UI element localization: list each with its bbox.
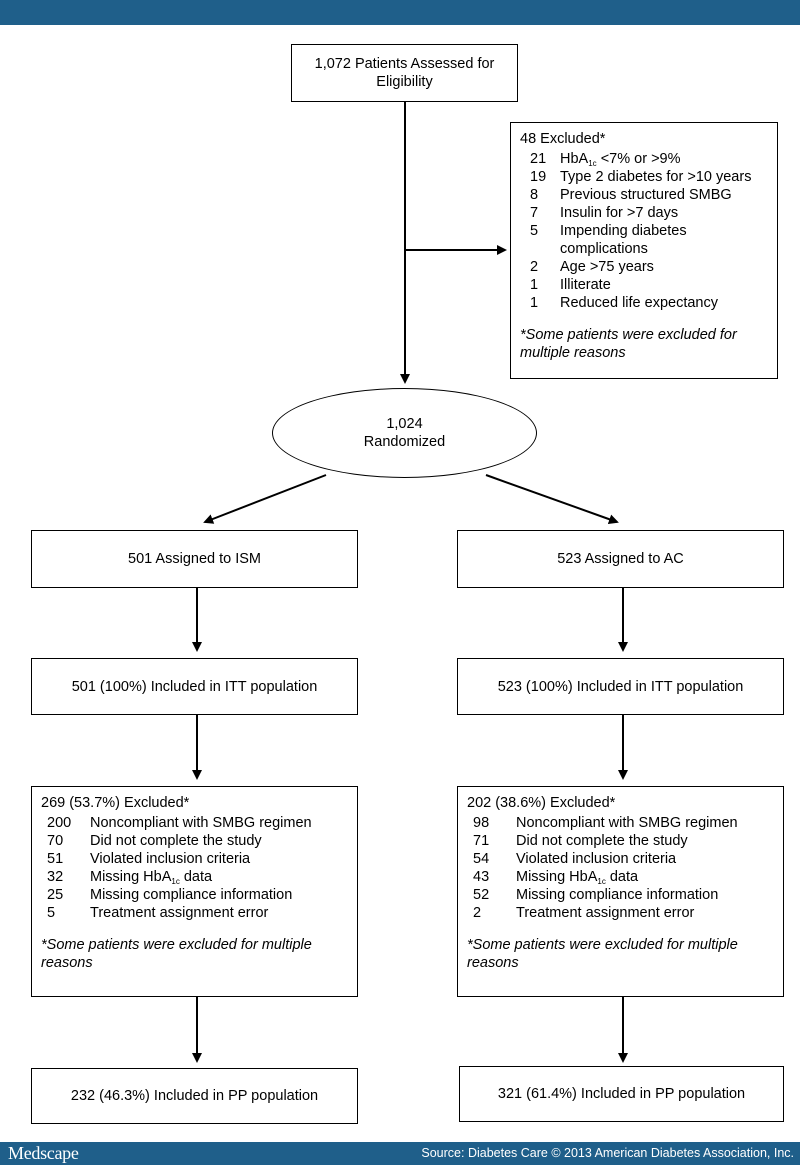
ac-pp-text: 321 (61.4%) Included in PP population (497, 1086, 746, 1102)
item-reason: Missing HbA1c data (90, 869, 213, 886)
item-count: 5 (530, 223, 539, 239)
item-reason: Missing compliance information (516, 887, 719, 903)
item-reason: Impending diabetes complications (560, 223, 687, 257)
ism-excluded-title: 269 (53.7%) Excluded* (41, 795, 190, 811)
list-item: 19 Type 2 diabetes for >10 years (520, 168, 767, 186)
list-item: 54 Violated inclusion criteria (467, 850, 773, 868)
item-reason: Illiterate (560, 277, 611, 293)
medscape-logo: Medscape (8, 1143, 79, 1163)
item-reason: Previous structured SMBG (560, 187, 732, 203)
ism-assigned-text: 501 Assigned to ISM (128, 551, 261, 567)
list-item: 21 HbA1c <7% or >9% (520, 150, 767, 168)
eligibility-text: 1,072 Patients Assessed for Eligibility (314, 56, 495, 90)
list-item: 2 Age >75 years (520, 258, 767, 276)
list-item: 32 Missing HbA1c data (41, 868, 347, 886)
item-count: 5 (47, 905, 56, 921)
item-count: 2 (530, 259, 539, 275)
item-reason: Violated inclusion criteria (90, 851, 251, 867)
item-count: 51 (47, 851, 64, 867)
ac-itt-box: 523 (100%) Included in ITT population (457, 658, 784, 715)
excluded-title: 48 Excluded* (520, 131, 606, 147)
list-item: 1 Illiterate (520, 276, 767, 294)
ac-excluded-list: 98 Noncompliant with SMBG regimen 71 Did no… (467, 814, 773, 922)
excluded-note: *Some patients were excluded for multipl… (520, 327, 737, 361)
item-reason: Missing HbA1c data (516, 869, 639, 886)
item-reason: Insulin for >7 days (560, 205, 679, 221)
ac-assigned-text: 523 Assigned to AC (557, 551, 684, 567)
item-reason: Noncompliant with SMBG regimen (90, 815, 312, 831)
footer-bar: Medscape Source: Diabetes Care © 2013 Am… (0, 1142, 800, 1165)
ism-excluded-list: 200 Noncompliant with SMBG regimen 70 Did n… (41, 814, 347, 922)
arrow-to-ac (485, 474, 619, 525)
item-reason: Treatment assignment error (516, 905, 695, 921)
ac-assigned-box: 523 Assigned to AC (457, 530, 784, 588)
list-item: 51 Violated inclusion criteria (41, 850, 347, 868)
item-count: 71 (473, 833, 490, 849)
list-item: 7 Insulin for >7 days (520, 204, 767, 222)
ism-itt-box: 501 (100%) Included in ITT population (31, 658, 358, 715)
item-reason: Did not complete the study (516, 833, 688, 849)
ism-excluded-box: 269 (53.7%) Excluded* 200 Noncompliant wi… (31, 786, 358, 997)
item-count: 25 (47, 887, 64, 903)
list-item: 5 Treatment assignment error (41, 904, 347, 922)
item-count: 2 (473, 905, 482, 921)
ism-pp-text: 232 (46.3%) Included in PP population (70, 1088, 319, 1104)
item-count: 32 (47, 869, 64, 885)
list-item: 5 Impending diabetes complications (520, 222, 767, 258)
list-item: 8 Previous structured SMBG (520, 186, 767, 204)
ism-assigned-box: 501 Assigned to ISM (31, 530, 358, 588)
item-count: 19 (530, 169, 547, 185)
item-count: 54 (473, 851, 490, 867)
list-item: 98 Noncompliant with SMBG regimen (467, 814, 773, 832)
item-count: 7 (530, 205, 539, 221)
ac-excluded-box: 202 (38.6%) Excluded* 98 Noncompliant wit… (457, 786, 784, 997)
list-item: 70 Did not complete the study (41, 832, 347, 850)
item-count: 52 (473, 887, 490, 903)
item-count: 200 (47, 815, 72, 831)
item-count: 8 (530, 187, 539, 203)
randomized-label: Randomized (363, 434, 446, 450)
randomized-count: 1,024 (386, 416, 423, 432)
item-reason: Noncompliant with SMBG regimen (516, 815, 738, 831)
item-count: 1 (530, 277, 539, 293)
list-item: 43 Missing HbA1c data (467, 868, 773, 886)
item-reason: Type 2 diabetes for >10 years (560, 169, 752, 185)
item-reason: Age >75 years (560, 259, 654, 275)
eligibility-box: 1,072 Patients Assessed for Eligibility (291, 44, 518, 102)
item-count: 70 (47, 833, 64, 849)
ac-excluded-note: *Some patients were excluded for multipl… (467, 937, 738, 971)
item-count: 98 (473, 815, 490, 831)
ac-excluded-title: 202 (38.6%) Excluded* (467, 795, 616, 811)
list-item: 25 Missing compliance information (41, 886, 347, 904)
source-credit: Source: Diabetes Care © 2013 American Di… (421, 1146, 794, 1160)
ac-pp-box: 321 (61.4%) Included in PP population (459, 1066, 784, 1122)
item-reason: Violated inclusion criteria (516, 851, 677, 867)
list-item: 52 Missing compliance information (467, 886, 773, 904)
list-item: 71 Did not complete the study (467, 832, 773, 850)
list-item: 2 Treatment assignment error (467, 904, 773, 922)
list-item: 1 Reduced life expectancy (520, 294, 767, 312)
item-reason: Reduced life expectancy (560, 295, 718, 311)
item-count: 21 (530, 151, 547, 167)
arrow-to-ism (203, 474, 327, 524)
item-reason: HbA1c <7% or >9% (560, 151, 681, 168)
top-bar (0, 0, 800, 25)
item-count: 43 (473, 869, 490, 885)
ac-itt-text: 523 (100%) Included in ITT population (497, 678, 744, 695)
item-reason: Treatment assignment error (90, 905, 269, 921)
item-count: 1 (530, 295, 539, 311)
item-reason: Did not complete the study (90, 833, 262, 849)
item-reason: Missing compliance information (90, 887, 293, 903)
ism-itt-text: 501 (100%) Included in ITT population (71, 678, 318, 695)
ism-excluded-note: *Some patients were excluded for multipl… (41, 937, 312, 971)
list-item: 200 Noncompliant with SMBG regimen (41, 814, 347, 832)
randomized-ellipse: 1,024 Randomized (272, 388, 537, 478)
ism-pp-box: 232 (46.3%) Included in PP population (31, 1068, 358, 1124)
